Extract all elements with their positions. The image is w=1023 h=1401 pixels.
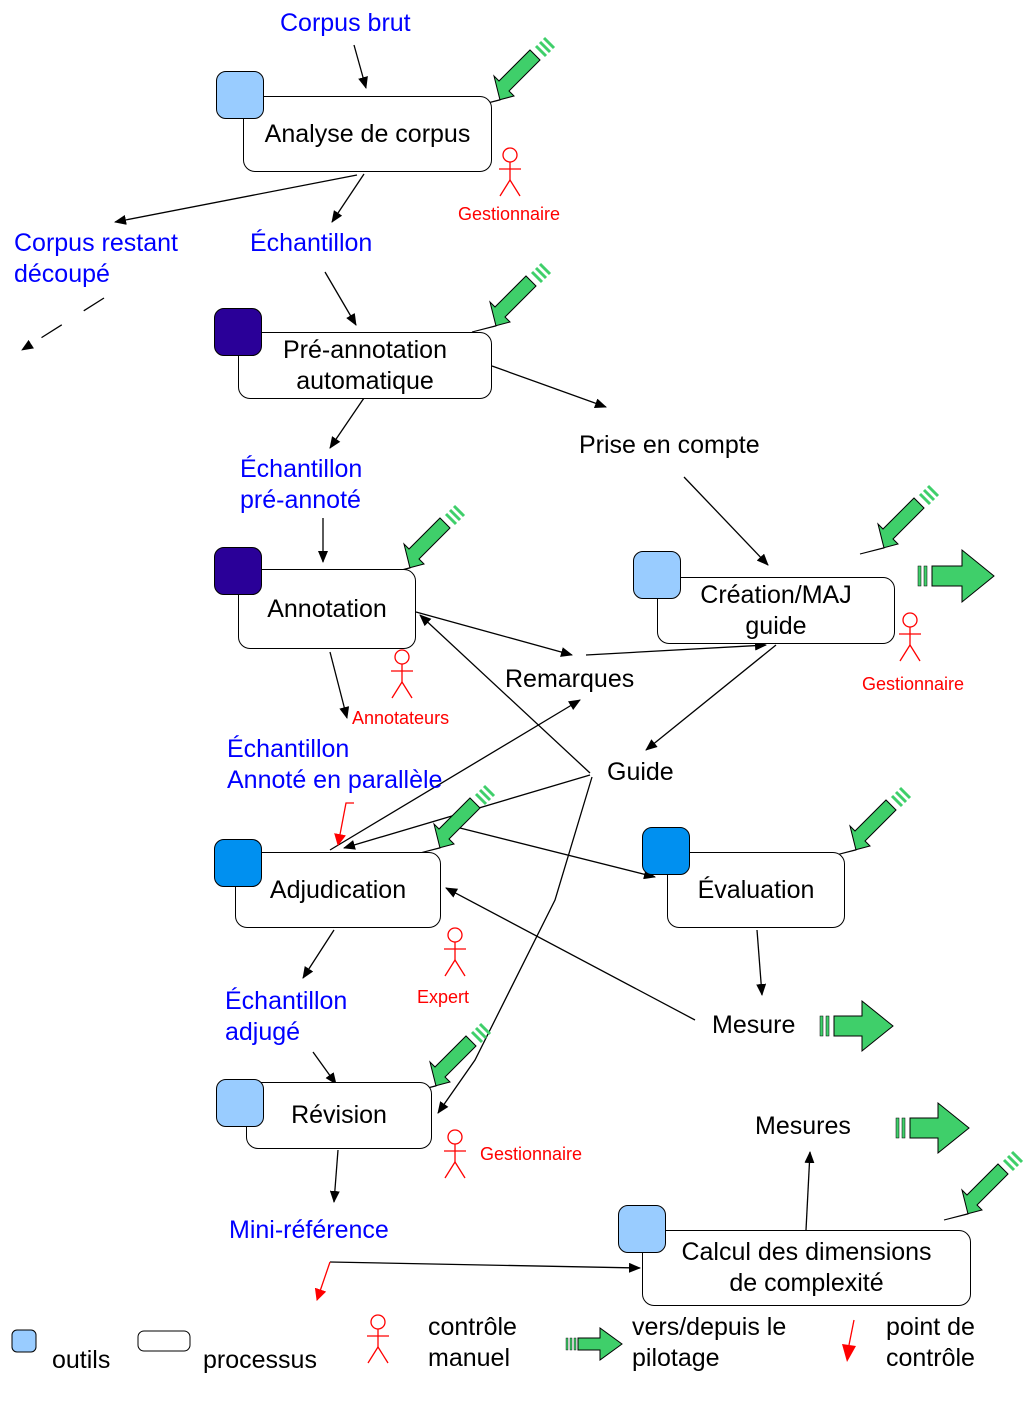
legend-pilotage: vers/depuis le pilotage	[632, 1313, 787, 1372]
tool-annotation-icon	[214, 547, 262, 595]
process-annotation	[238, 569, 416, 649]
actor-gestionnaire-3-icon	[444, 1129, 466, 1179]
tool-evaluation-icon	[642, 827, 690, 875]
process-annotation-label: Annotation	[267, 594, 387, 623]
label-mini-reference: Mini-référence	[229, 1216, 389, 1244]
edge-revision-to-mini	[329, 1149, 340, 1203]
process-analyse	[243, 96, 492, 172]
legend-actor-icon	[367, 1314, 389, 1364]
actor-gestionnaire-2-label: Gestionnaire	[862, 674, 965, 694]
edge-corpus-restant-out	[21, 297, 105, 351]
actor-gestionnaire-1-icon	[499, 147, 521, 197]
process-evaluation-label: Évaluation	[697, 875, 815, 904]
edge-corpus-to-analyse	[353, 44, 368, 89]
process-creation-guide	[657, 577, 895, 644]
pilot-out-mesure	[819, 999, 894, 1053]
edge-adjudication-to-remarques	[329, 699, 581, 851]
legend-pilot-arrow-icon	[565, 1327, 623, 1361]
actor-gestionnaire-1-label: Gestionnaire	[458, 204, 561, 224]
pilot-out-creation	[917, 548, 995, 604]
legend-processus: processus	[203, 1346, 317, 1374]
legend-control-point-icon	[842, 1319, 856, 1362]
pilot-arrow-adjudication	[415, 784, 496, 855]
process-creation-guide-label: Création/MAJ guide	[700, 580, 852, 640]
label-echantillon-adjuge: Échantillon adjugé	[225, 987, 348, 1046]
control-point-adjudication	[334, 802, 354, 846]
process-revision	[246, 1082, 432, 1149]
actor-expert-icon	[444, 927, 466, 977]
edge-evaluation-to-mesure	[756, 929, 767, 996]
label-prise-en-compte: Prise en compte	[579, 431, 760, 459]
edge-prise-to-creation	[683, 476, 769, 566]
label-echantillon-parallele: Échantillon Annoté en parallèle	[227, 735, 443, 794]
label-mesures: Mesures	[755, 1112, 851, 1140]
edge-guide-to-revision	[437, 776, 593, 1114]
pilot-arrow-revision	[411, 1022, 492, 1093]
control-point-mini	[314, 1261, 331, 1301]
tool-revision-icon	[216, 1079, 264, 1127]
edge-mesure-to-adjudication	[445, 887, 696, 1021]
legend-process-swatch	[137, 1330, 191, 1352]
process-calcul-label: Calcul des dimensions de complexité	[681, 1238, 932, 1297]
legend-outils: outils	[52, 1346, 111, 1374]
edge-echantillon-to-preannotation	[324, 271, 357, 326]
actor-gestionnaire-3-label: Gestionnaire	[480, 1144, 583, 1164]
process-revision-label: Révision	[291, 1101, 387, 1129]
label-echantillon: Échantillon	[250, 229, 373, 257]
edge-adjudication-to-echantillon-adj	[302, 929, 335, 979]
legend-controle-manuel: contrôle manuel	[428, 1313, 517, 1372]
process-adjudication-label: Adjudication	[269, 875, 407, 904]
process-calcul	[642, 1230, 971, 1306]
edge-calcul-to-mesures	[804, 1151, 815, 1231]
edge-echantillon-adj-to-revision	[312, 1051, 337, 1085]
label-corpus-restant: Corpus restant découpé	[14, 229, 178, 288]
edge-preannotation-to-prise	[491, 365, 607, 408]
pilot-arrow-calcul	[943, 1150, 1023, 1221]
pilot-arrow-preannotation	[471, 262, 552, 333]
label-guide: Guide	[607, 758, 674, 786]
edge-preannotation-to-echantillon-pre	[329, 397, 365, 449]
label-corpus-brut: Corpus brut	[280, 9, 411, 37]
edge-analyse-to-echantillon	[331, 173, 365, 223]
legend-point-controle: point de contrôle	[886, 1313, 975, 1372]
pilot-out-mesures	[895, 1101, 970, 1155]
pilot-arrow-creation	[859, 484, 940, 555]
edge-analyse-to-corpus-restant	[114, 174, 358, 225]
process-preannotation-label: Pré-annotation automatique	[282, 335, 447, 395]
pilot-arrow-annotation	[385, 504, 466, 575]
label-echantillon-preannote: Échantillon pré-annoté	[240, 455, 363, 514]
tool-calcul-icon	[618, 1205, 666, 1253]
tool-preannotation-icon	[214, 308, 262, 356]
edge-annotation-to-remarques	[415, 611, 573, 657]
edge-guide-to-annotation	[419, 614, 591, 774]
process-adjudication	[235, 852, 441, 928]
tool-adjudication-icon	[214, 839, 262, 887]
edge-remarques-to-creation	[585, 640, 767, 656]
legend-tool-swatch	[11, 1329, 37, 1353]
edge-echantillon-par-to-evaluation	[447, 824, 656, 880]
actor-annotateurs-icon	[391, 649, 413, 699]
label-remarques: Remarques	[505, 665, 635, 693]
edge-creation-to-guide	[645, 644, 777, 751]
label-mesure: Mesure	[712, 1011, 796, 1039]
process-evaluation	[667, 852, 845, 928]
tool-creation-guide-icon	[633, 551, 681, 599]
actor-expert-label: Expert	[417, 987, 470, 1007]
actor-annotateurs-label: Annotateurs	[352, 708, 450, 728]
pilot-arrow-evaluation	[831, 786, 912, 857]
process-preannotation	[238, 332, 492, 399]
pilot-arrow-analyse	[475, 36, 556, 107]
edge-mini-to-calcul	[329, 1261, 641, 1273]
actor-gestionnaire-2-icon	[899, 612, 921, 662]
edge-annotation-to-echantillon-par	[329, 651, 350, 719]
process-analyse-label: Analyse de corpus	[264, 119, 471, 148]
tool-analyse-icon	[216, 71, 264, 119]
